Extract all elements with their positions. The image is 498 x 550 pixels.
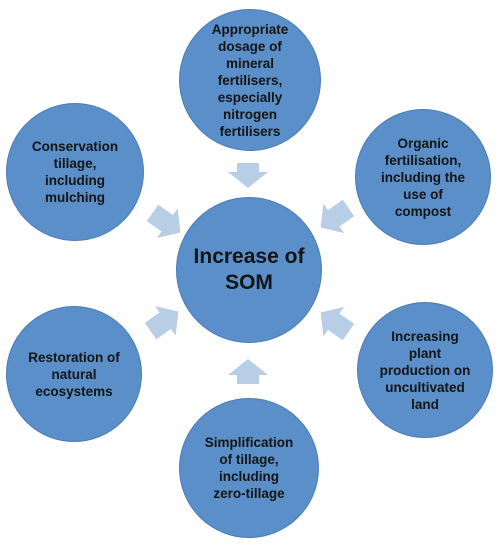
node-label: Restoration of natural ecosystems (28, 349, 120, 399)
node-restoration-ecosystems: Restoration of natural ecosystems (6, 306, 142, 442)
node-conservation-tillage: Conservation tillage, including mulching (6, 103, 144, 241)
node-label: Appropriate dosage of mineral fertiliser… (211, 21, 289, 139)
node-organic-fertilisation: Organic fertilisation, including the use… (355, 109, 491, 245)
arrow-top (228, 163, 268, 188)
node-label: Organic fertilisation, including the use… (381, 135, 465, 219)
node-label: Conservation tillage, including mulching (31, 139, 119, 205)
center-label: Increase of SOM (193, 245, 305, 294)
arrow-lower-right (320, 306, 355, 341)
arrow-lower-left (144, 305, 179, 340)
node-plant-production: Increasing plant production on uncultiva… (357, 302, 493, 438)
node-mineral-fertilisers: Appropriate dosage of mineral fertiliser… (179, 9, 321, 151)
node-label: Increasing plant production on uncultiva… (379, 328, 471, 412)
node-label: Simplification of tillage, including zer… (204, 435, 294, 501)
arrow-bottom (228, 359, 268, 384)
arrow-upper-left (146, 204, 181, 239)
node-simplification-tillage: Simplification of tillage, including zer… (179, 398, 319, 538)
center-node: Increase of SOM (176, 197, 322, 343)
arrow-upper-right (320, 199, 355, 234)
